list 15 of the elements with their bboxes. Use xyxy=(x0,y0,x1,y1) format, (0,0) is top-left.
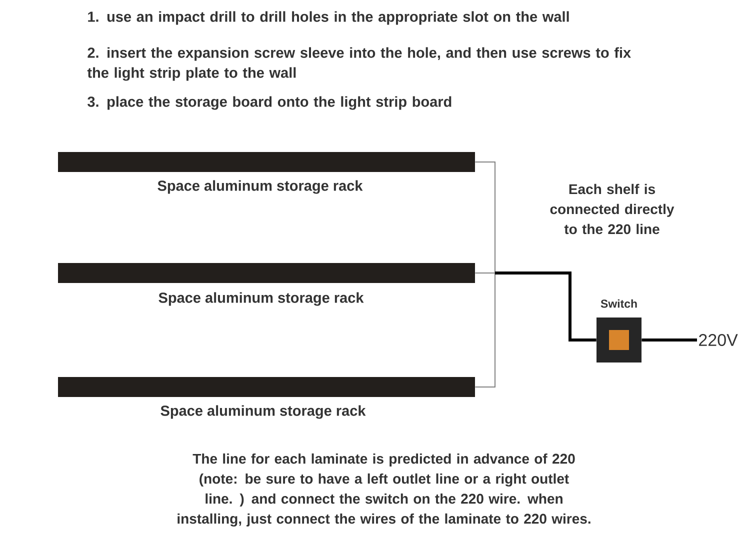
switch-label: Switch xyxy=(600,299,637,308)
rack-caption: Space aluminum storage rack xyxy=(158,292,364,306)
wire xyxy=(474,162,496,274)
note-text: Each shelf is connected directly to the 220 line xyxy=(550,184,674,234)
wire xyxy=(495,272,596,342)
wire xyxy=(642,338,697,342)
rack-caption: Space aluminum storage rack xyxy=(160,405,366,419)
instruction-step: 1. use an impact drill to drill holes in the appropriate slot on the wall xyxy=(88,11,569,25)
wire xyxy=(474,272,496,388)
rack-caption: Space aluminum storage rack xyxy=(158,180,363,194)
voltage-label: 220V xyxy=(699,334,738,346)
wire xyxy=(474,272,496,274)
instruction-step: 3. place the storage board onto the light strip board xyxy=(88,96,452,110)
note-text: The line for each laminate is predicted in advance of 220 (note: be sure to have a left outlet line or a right outlet line. ) and connect the switch on the 220 wire. when installing, just connect the wires of the laminate to 220 wires. xyxy=(178,453,590,527)
instruction-step: 2. insert the expansion screw sleeve into the hole, and then use screws to fix the light strip plate to the wall xyxy=(87,47,631,81)
